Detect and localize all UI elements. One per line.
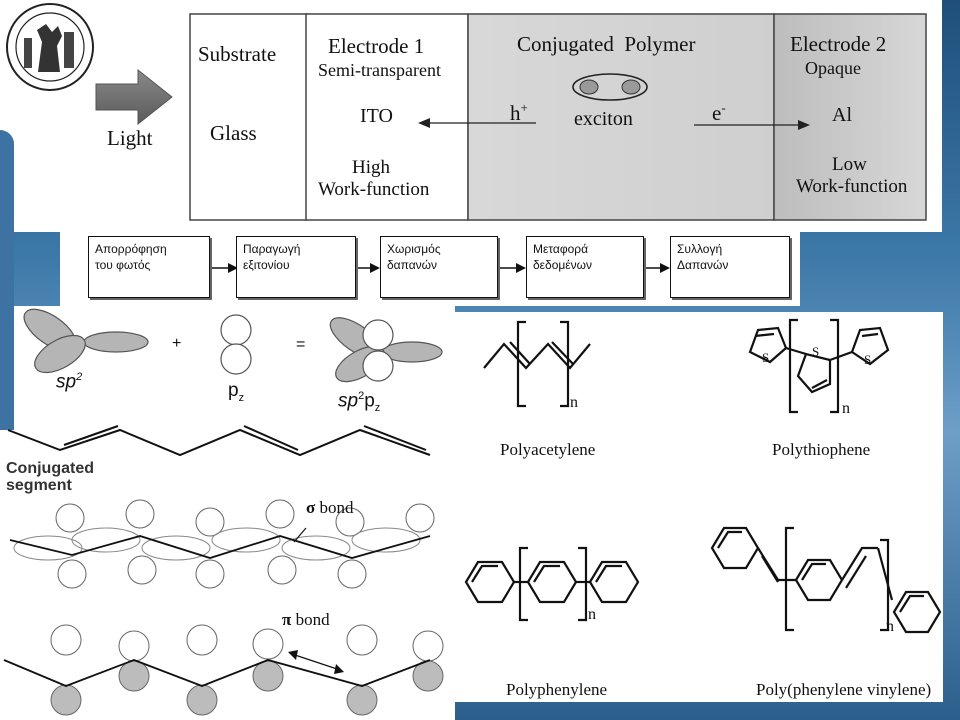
electron-label: e- (712, 100, 726, 126)
pz-subscript: z (238, 391, 245, 404)
ppv-repeat-n: n (886, 618, 894, 635)
thiophene-sulfur-3: S (864, 352, 872, 367)
sigma-bond-chain (9, 499, 435, 589)
flow-step-4: Μεταφορά δεδομένων (526, 236, 644, 298)
hole-symbol: h (510, 101, 521, 125)
pz-label: pz (228, 380, 244, 404)
plus-sign: + (172, 335, 182, 352)
sp2pz-p-text: p (364, 390, 375, 412)
flow-step-2-line2: εξιτονίου (243, 258, 290, 272)
polythiophene-structure (748, 318, 890, 414)
sigma-symbol: σ (306, 498, 316, 517)
flow-step-3: Χωρισμός δαπανών (380, 236, 498, 298)
pi-bond-chain (3, 624, 444, 716)
electrode1-title: Electrode 1 (328, 34, 425, 58)
electrode2-title: Electrode 2 (790, 32, 887, 56)
sp2-lobe-lower (34, 334, 86, 374)
electrode2-material: Al (832, 104, 852, 126)
sp2pz-label: sp2pz (338, 390, 380, 414)
substrate-title: Substrate (198, 42, 277, 66)
substrate-material: Glass (210, 121, 257, 145)
hole-charge: + (520, 100, 528, 115)
orbital-bonding-diagram (3, 308, 444, 716)
electrode2-wf-line2: Work-function (796, 176, 908, 197)
flow-step-2: Παραγωγή εξιτονίου (236, 236, 356, 298)
flow-step-3-line2: δαπανών (387, 258, 438, 272)
flow-step-5: Συλλογή Δαπανών (670, 236, 790, 298)
ppv-structure (710, 526, 942, 634)
electrode1-wf-line2: Work-function (318, 179, 430, 200)
equals-sign: = (296, 336, 306, 353)
thiophene-sulfur-1: S (762, 350, 770, 365)
flow-step-1: Απορρόφηση του φωτός (88, 236, 210, 298)
conjugated-segment-chain (7, 428, 431, 457)
flow-step-4-line1: Μεταφορά (533, 242, 589, 256)
flow-step-1-line1: Απορρόφηση (95, 242, 167, 256)
pz-text: p (228, 380, 239, 401)
polyphenylene-label: Polyphenylene (506, 680, 608, 699)
sp2-superscript: 2 (76, 371, 83, 383)
polyacetylene-label: Polyacetylene (500, 440, 596, 459)
polythiophene-label: Polythiophene (772, 440, 871, 459)
pz-lobe-bottom (220, 343, 252, 375)
flow-step-4-line2: δεδομένων (533, 258, 593, 272)
flow-step-5-line1: Συλλογή (677, 242, 723, 256)
hole-label: h+ (510, 100, 528, 126)
sp2-label: sp2 (56, 371, 82, 393)
flow-step-3-line1: Χωρισμός (387, 242, 441, 256)
electrode1-subtitle: Semi-transparent (318, 60, 441, 80)
polythiophene-repeat-n: n (842, 400, 850, 417)
electron-symbol: e (712, 101, 722, 125)
pi-bond-label: π bond (282, 610, 330, 630)
pi-text: bond (291, 610, 330, 629)
sigma-text: bond (315, 498, 354, 517)
light-arrow-icon (95, 68, 173, 126)
flow-step-5-line2: Δαπανών (677, 258, 729, 272)
sp2-text: sp (56, 371, 77, 393)
university-seal-icon (6, 3, 94, 91)
polymer-panel (455, 312, 943, 702)
sigma-bond-label: σ bond (306, 498, 354, 518)
sp2pz-pz-top (362, 319, 394, 351)
process-flow-arrows (210, 263, 670, 273)
sp2pz-subscript: z (374, 402, 381, 415)
polyphenylene-repeat-n: n (588, 606, 596, 623)
flow-step-2-line1: Παραγωγή (243, 242, 301, 256)
ppv-label: Poly(phenylene vinylene) (756, 680, 932, 699)
segment-line1: Conjugated (6, 460, 94, 477)
segment-line2: segment (6, 477, 72, 494)
electrode1-wf-line1: High (352, 157, 390, 178)
flow-step-1-line2: του φωτός (95, 258, 151, 272)
electrode1-material: ITO (360, 105, 393, 127)
electrode2-wf-line1: Low (832, 154, 867, 175)
device-structure-diagram (95, 13, 927, 221)
exciton-label: exciton (574, 108, 633, 130)
sp2pz-superscript: 2 (358, 390, 365, 402)
conjugated-segment-label: Conjugated segment (6, 460, 94, 494)
polyacetylene-structure (483, 320, 591, 408)
polymer-title: Conjugated Polymer (517, 32, 696, 56)
polyphenylene-structure (464, 546, 640, 622)
sp2pz-pz-bottom (362, 350, 394, 382)
background-sky-strip (0, 130, 14, 430)
pi-symbol: π (282, 610, 292, 629)
sp2pz-sp-text: sp (338, 390, 359, 412)
polyacetylene-repeat-n: n (570, 394, 578, 411)
thiophene-sulfur-2: S (812, 344, 820, 359)
light-label: Light (107, 126, 153, 150)
electron-charge: - (721, 100, 726, 115)
electrode2-subtitle: Opaque (805, 58, 861, 78)
